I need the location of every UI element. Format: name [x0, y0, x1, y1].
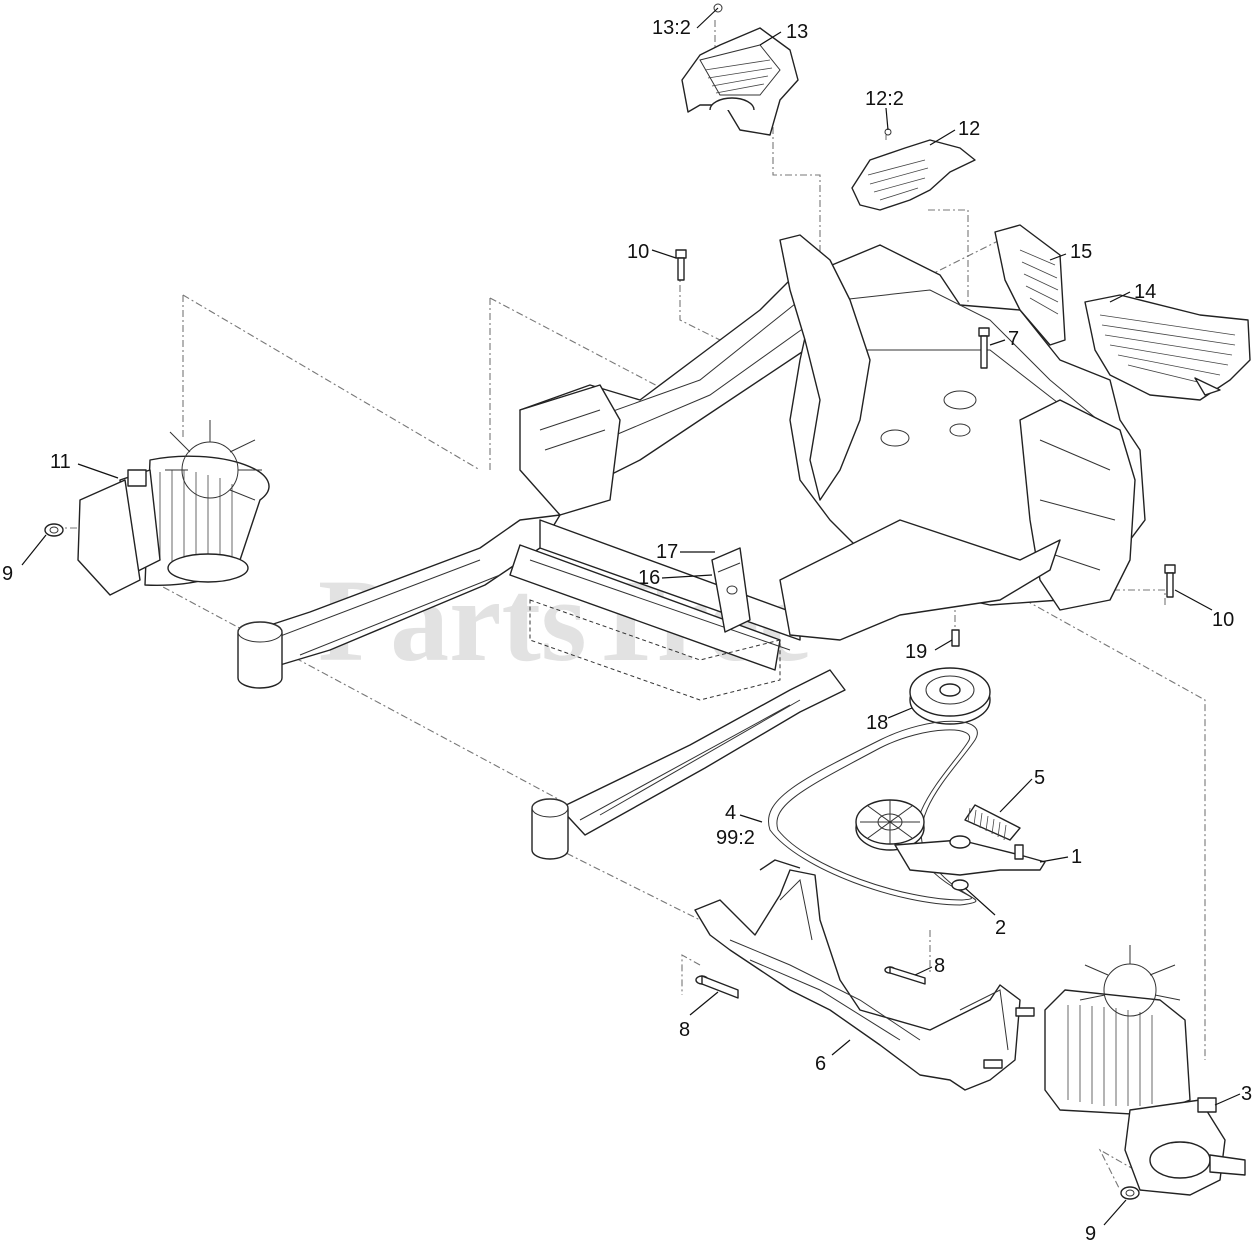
part-13-shield	[681, 3, 799, 136]
callout-11: 11	[50, 451, 71, 473]
callout-13-2: 13:2	[652, 17, 691, 39]
bolt-10-top	[675, 249, 687, 281]
callout-8-right: 8	[934, 955, 945, 977]
callout-6: 6	[815, 1053, 826, 1075]
part-2-washer	[951, 879, 969, 891]
chassis-frame	[237, 234, 1146, 860]
part-6-frame	[694, 859, 1035, 1091]
pin-8-left	[695, 975, 739, 999]
callout-16: 16	[638, 567, 660, 589]
callout-13: 13	[786, 21, 808, 43]
callout-3: 3	[1241, 1083, 1252, 1105]
callout-7: 7	[1008, 328, 1019, 350]
callout-18: 18	[866, 712, 888, 734]
callout-19: 19	[905, 641, 927, 663]
part-1-idler-arm	[855, 799, 1046, 876]
callout-1: 1	[1071, 846, 1082, 868]
part-19-key	[951, 629, 960, 647]
assembly-lines	[55, 20, 1206, 1191]
bolt-10-right	[1164, 564, 1176, 598]
part-14-shield	[1084, 294, 1251, 401]
part-4-belt	[768, 720, 978, 906]
callout-8-left: 8	[679, 1019, 690, 1041]
callout-2: 2	[995, 917, 1006, 939]
callout-14: 14	[1134, 281, 1156, 303]
part-3-transaxle-right	[1044, 945, 1246, 1196]
part-18-pulley	[909, 667, 991, 725]
part-5-spring	[964, 804, 1021, 841]
callout-9-left: 9	[2, 563, 13, 585]
part-15-shield	[994, 224, 1066, 346]
callout-17: 17	[656, 541, 678, 563]
leader-lines	[21, 7, 1241, 1226]
callout-12: 12	[958, 118, 980, 140]
pin-8-right	[884, 966, 926, 985]
nut-9-bottom	[1120, 1186, 1140, 1200]
callouts: 13:2 13 12:2 12 10 15 14 7 11 9 17 16 10…	[2, 17, 1252, 1245]
callout-99-2: 99:2	[716, 827, 755, 849]
callout-15: 15	[1070, 241, 1092, 263]
callout-12-2: 12:2	[865, 88, 904, 110]
callout-9-bottom: 9	[1085, 1223, 1096, 1245]
nut-9-left	[44, 523, 64, 537]
callout-5: 5	[1034, 767, 1045, 789]
callout-10-top: 10	[627, 241, 649, 263]
callout-4: 4	[725, 802, 736, 824]
part-16-17-bracket	[711, 547, 751, 633]
callout-10-right: 10	[1212, 609, 1234, 631]
part-12-shield	[851, 128, 976, 211]
bolt-7	[978, 327, 990, 369]
part-11-transaxle-left	[77, 420, 270, 596]
